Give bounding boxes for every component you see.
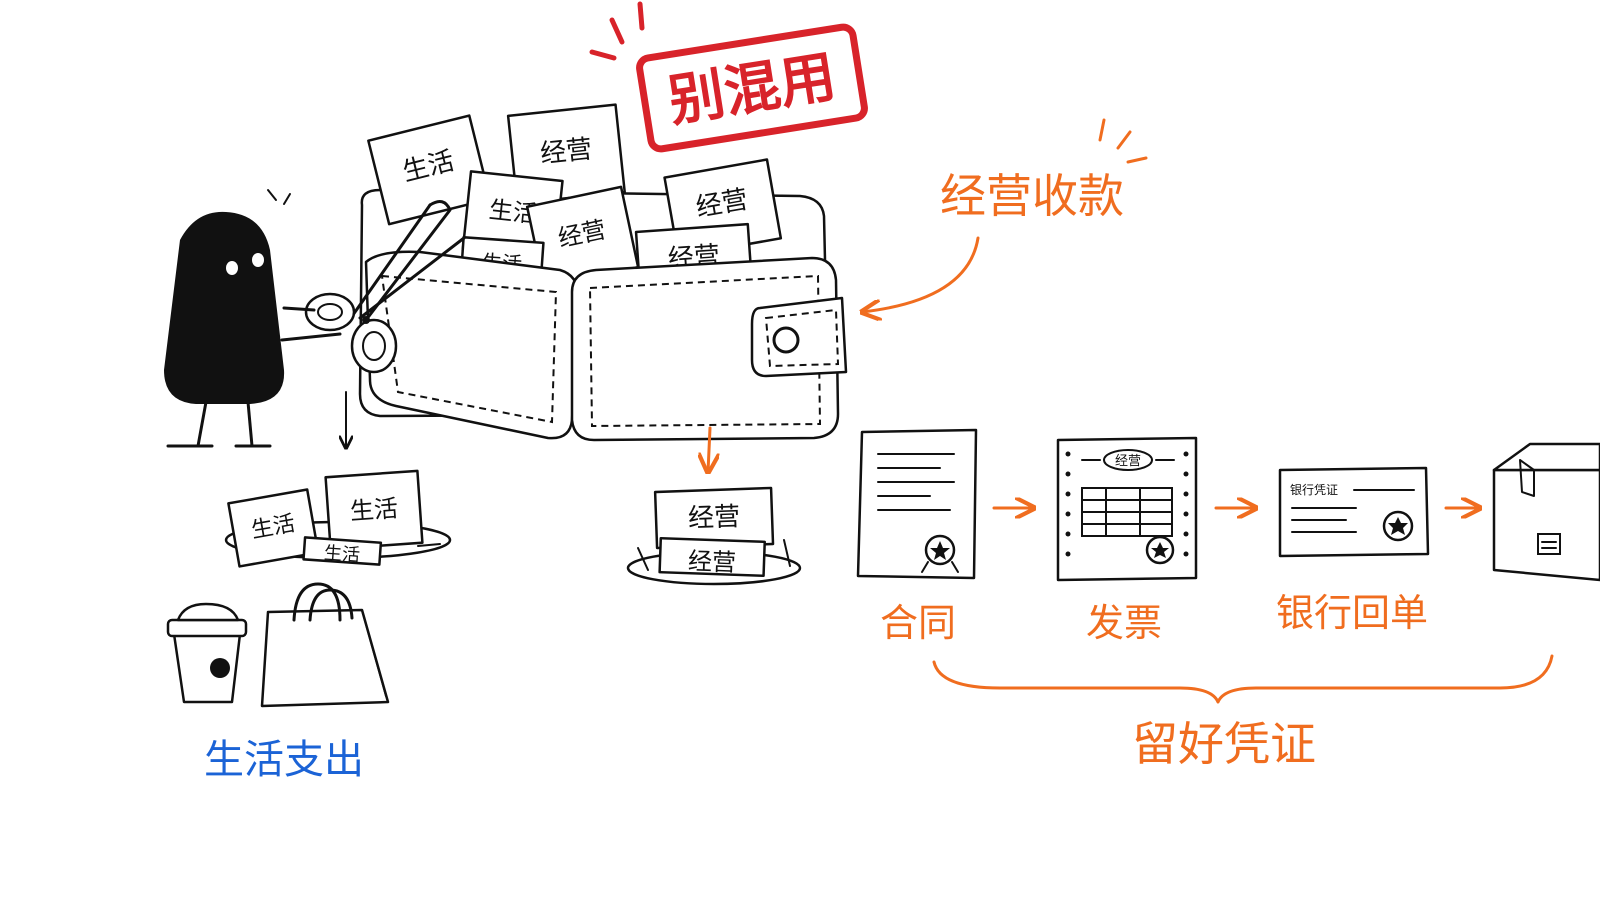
- personal-expense-label: 生活支出: [204, 737, 364, 783]
- shopping-bag-icon: [260, 582, 390, 708]
- keep-records-label: 留好凭证: [1132, 717, 1316, 771]
- contract-document: [856, 428, 978, 580]
- pile-slip: 生活: [302, 536, 383, 566]
- svg-text:生活: 生活: [323, 543, 360, 566]
- down-arrow-business: [708, 426, 710, 472]
- seal-icon: [1382, 510, 1414, 542]
- contract-label: 合同: [880, 601, 956, 645]
- wallet-slip: 经营: [525, 185, 640, 289]
- pile-slip: 经营: [653, 486, 775, 550]
- bank-receipt-label: 银行回单: [1276, 591, 1428, 635]
- pile-slip: 生活: [324, 469, 424, 551]
- delivery-box-icon: [1492, 442, 1600, 582]
- business-income-spark: [1098, 118, 1148, 164]
- wallet-slip: 生活: [367, 114, 492, 226]
- coffee-cup-icon: [166, 602, 248, 704]
- income-arrow: [862, 236, 980, 312]
- svg-text:生活: 生活: [349, 494, 399, 525]
- invoice-header: 经营: [1115, 454, 1141, 469]
- invoice-label: 发票: [1086, 601, 1162, 645]
- stamp: 别混用: [589, 1, 868, 153]
- character-blob: [164, 189, 342, 448]
- personal-pile: 生活 生活 生活: [224, 469, 452, 568]
- svg-text:经营: 经营: [688, 547, 737, 577]
- scissors-icon: [304, 199, 466, 374]
- pile-slip: 生活: [227, 488, 320, 568]
- seal-icon: [1145, 535, 1175, 565]
- bank-receipt-document: 银行凭证: [1278, 466, 1430, 558]
- svg-text:经营: 经营: [688, 502, 741, 534]
- records-brace: [932, 654, 1554, 704]
- pile-slip: 经营: [658, 536, 766, 578]
- invoice-document: 经营: [1056, 436, 1198, 582]
- business-income-label: 经营收款: [940, 169, 1124, 223]
- bank-receipt-header: 银行凭证: [1290, 482, 1338, 497]
- stamp-text: 别混用: [664, 44, 840, 134]
- svg-text:经营: 经营: [539, 134, 594, 169]
- wallet-icon: 生活 经营 生活 经营 经营 经营: [358, 103, 848, 442]
- business-pile: 经营 经营: [626, 486, 802, 586]
- stamp-burst-lines: [589, 1, 645, 61]
- seal-icon: [921, 534, 959, 573]
